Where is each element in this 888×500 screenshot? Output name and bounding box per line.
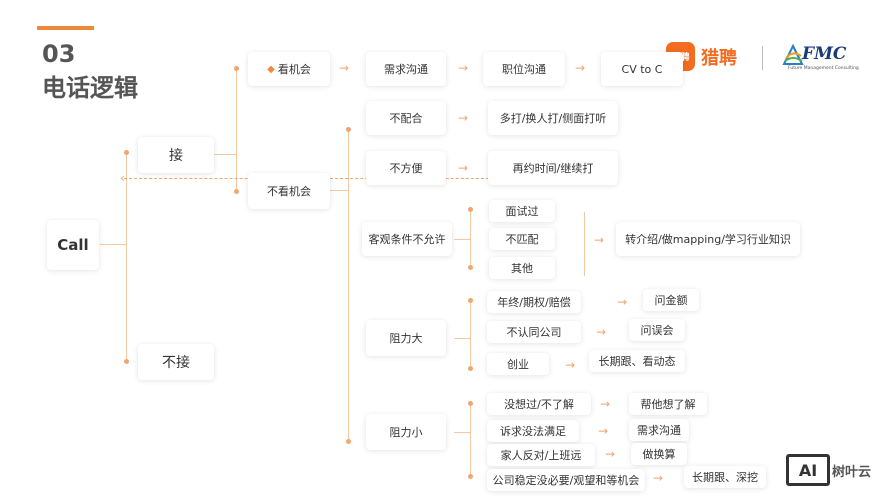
node-help-think: 帮他想了解	[629, 393, 707, 415]
node-demand-unmet: 诉求没法满足	[487, 420, 579, 442]
arrow-right-icon: →	[605, 447, 616, 461]
connector	[126, 152, 127, 362]
connector-dot	[346, 439, 351, 444]
watermark: AI 树叶云	[786, 454, 871, 486]
connector-dot	[468, 265, 473, 270]
connector-dot	[234, 66, 239, 71]
connector	[454, 338, 470, 339]
page-title: 电话逻辑	[42, 74, 138, 102]
node-answer: 接	[138, 137, 214, 173]
node-not-thought: 没想过/不了解	[487, 393, 591, 415]
connector	[470, 300, 471, 370]
logo-divider	[762, 46, 763, 70]
connector	[348, 130, 349, 442]
node-referral: 转介绍/做mapping/学习行业知识	[616, 222, 800, 256]
node-ask-misunderstanding: 问误会	[629, 319, 685, 341]
node-need-communication: 需求沟通	[366, 52, 446, 86]
arrow-left-icon: ‹	[120, 171, 125, 185]
connector	[214, 154, 236, 155]
node-family-opposition: 家人反对/上班远	[487, 444, 595, 466]
fmc-logo-word: FMC	[802, 44, 847, 64]
connector	[470, 210, 471, 268]
node-cv-to-c: CV to C	[601, 52, 683, 86]
connector	[584, 212, 585, 276]
node-call: Call	[47, 220, 99, 270]
arrow-right-icon: →	[458, 161, 469, 175]
connector-dot	[468, 474, 473, 479]
connector	[470, 403, 471, 477]
connector	[330, 190, 348, 191]
node-not-see-opportunity: 不看机会	[248, 173, 330, 209]
connector-dot	[468, 207, 473, 212]
connector	[454, 239, 470, 240]
node-recalculate: 做换算	[631, 443, 687, 465]
title-accent-bar	[37, 26, 94, 30]
node-low-resistance: 阻力小	[366, 414, 446, 450]
node-long-term-deep: 长期跟、深挖	[684, 466, 766, 488]
node-retry-call: 多打/换人打/侧面打听	[488, 101, 618, 135]
node-interviewed: 面试过	[489, 200, 555, 222]
connector-dot	[234, 189, 239, 194]
liepin-logo-word: 猎聘	[701, 47, 737, 69]
arrow-right-icon: →	[565, 358, 576, 372]
arrow-right-icon: →	[600, 397, 611, 411]
section-number: 03	[42, 40, 76, 68]
diamond-icon: ◆	[267, 63, 275, 75]
connector	[454, 432, 470, 433]
arrow-right-icon: →	[594, 233, 605, 247]
watermark-ai-icon: AI	[786, 454, 830, 486]
node-see-opportunity-label: 看机会	[277, 63, 311, 76]
arrow-right-icon: →	[598, 424, 609, 438]
node-reschedule: 再约时间/继续打	[488, 151, 618, 185]
arrow-right-icon: →	[458, 111, 469, 125]
node-see-opportunity: ◆ 看机会	[248, 52, 330, 86]
connector-dot	[124, 150, 129, 155]
connector-dot	[468, 366, 473, 371]
node-need-communication-2: 需求沟通	[629, 419, 689, 441]
connector	[100, 244, 126, 245]
node-long-term-follow: 长期跟、看动态	[589, 350, 685, 372]
connector-dot	[468, 298, 473, 303]
node-stable-company: 公司稳定没必要/观望和等机会	[487, 469, 645, 491]
connector-dot	[346, 127, 351, 132]
arrow-right-icon: →	[575, 61, 586, 75]
connector-dot	[468, 401, 473, 406]
node-startup: 创业	[487, 353, 549, 375]
fmc-emblem-icon	[782, 44, 804, 65]
watermark-text: 树叶云	[832, 464, 872, 480]
arrow-right-icon: →	[596, 325, 607, 339]
connector-dot	[124, 359, 129, 364]
node-no-answer: 不接	[138, 344, 214, 380]
fmc-logo: FMC Future Management Consulting	[782, 42, 874, 76]
arrow-right-icon: →	[339, 61, 350, 75]
node-inconvenient: 不方便	[366, 151, 446, 185]
node-position-communication: 职位沟通	[483, 52, 565, 86]
fmc-logo-subtitle: Future Management Consulting	[788, 66, 859, 71]
connector	[236, 68, 237, 192]
node-objective-conditions: 客观条件不允许	[362, 222, 452, 256]
node-other: 其他	[489, 257, 555, 279]
node-ask-amount: 问金额	[643, 289, 699, 311]
node-disagree-company: 不认同公司	[487, 321, 581, 343]
node-mismatch: 不匹配	[489, 228, 555, 250]
node-not-cooperate: 不配合	[366, 101, 446, 135]
arrow-right-icon: →	[653, 471, 664, 485]
node-high-resistance: 阻力大	[366, 320, 446, 356]
arrow-right-icon: →	[617, 295, 628, 309]
node-year-end-bonus: 年终/期权/赔偿	[487, 291, 581, 313]
arrow-right-icon: →	[458, 61, 469, 75]
